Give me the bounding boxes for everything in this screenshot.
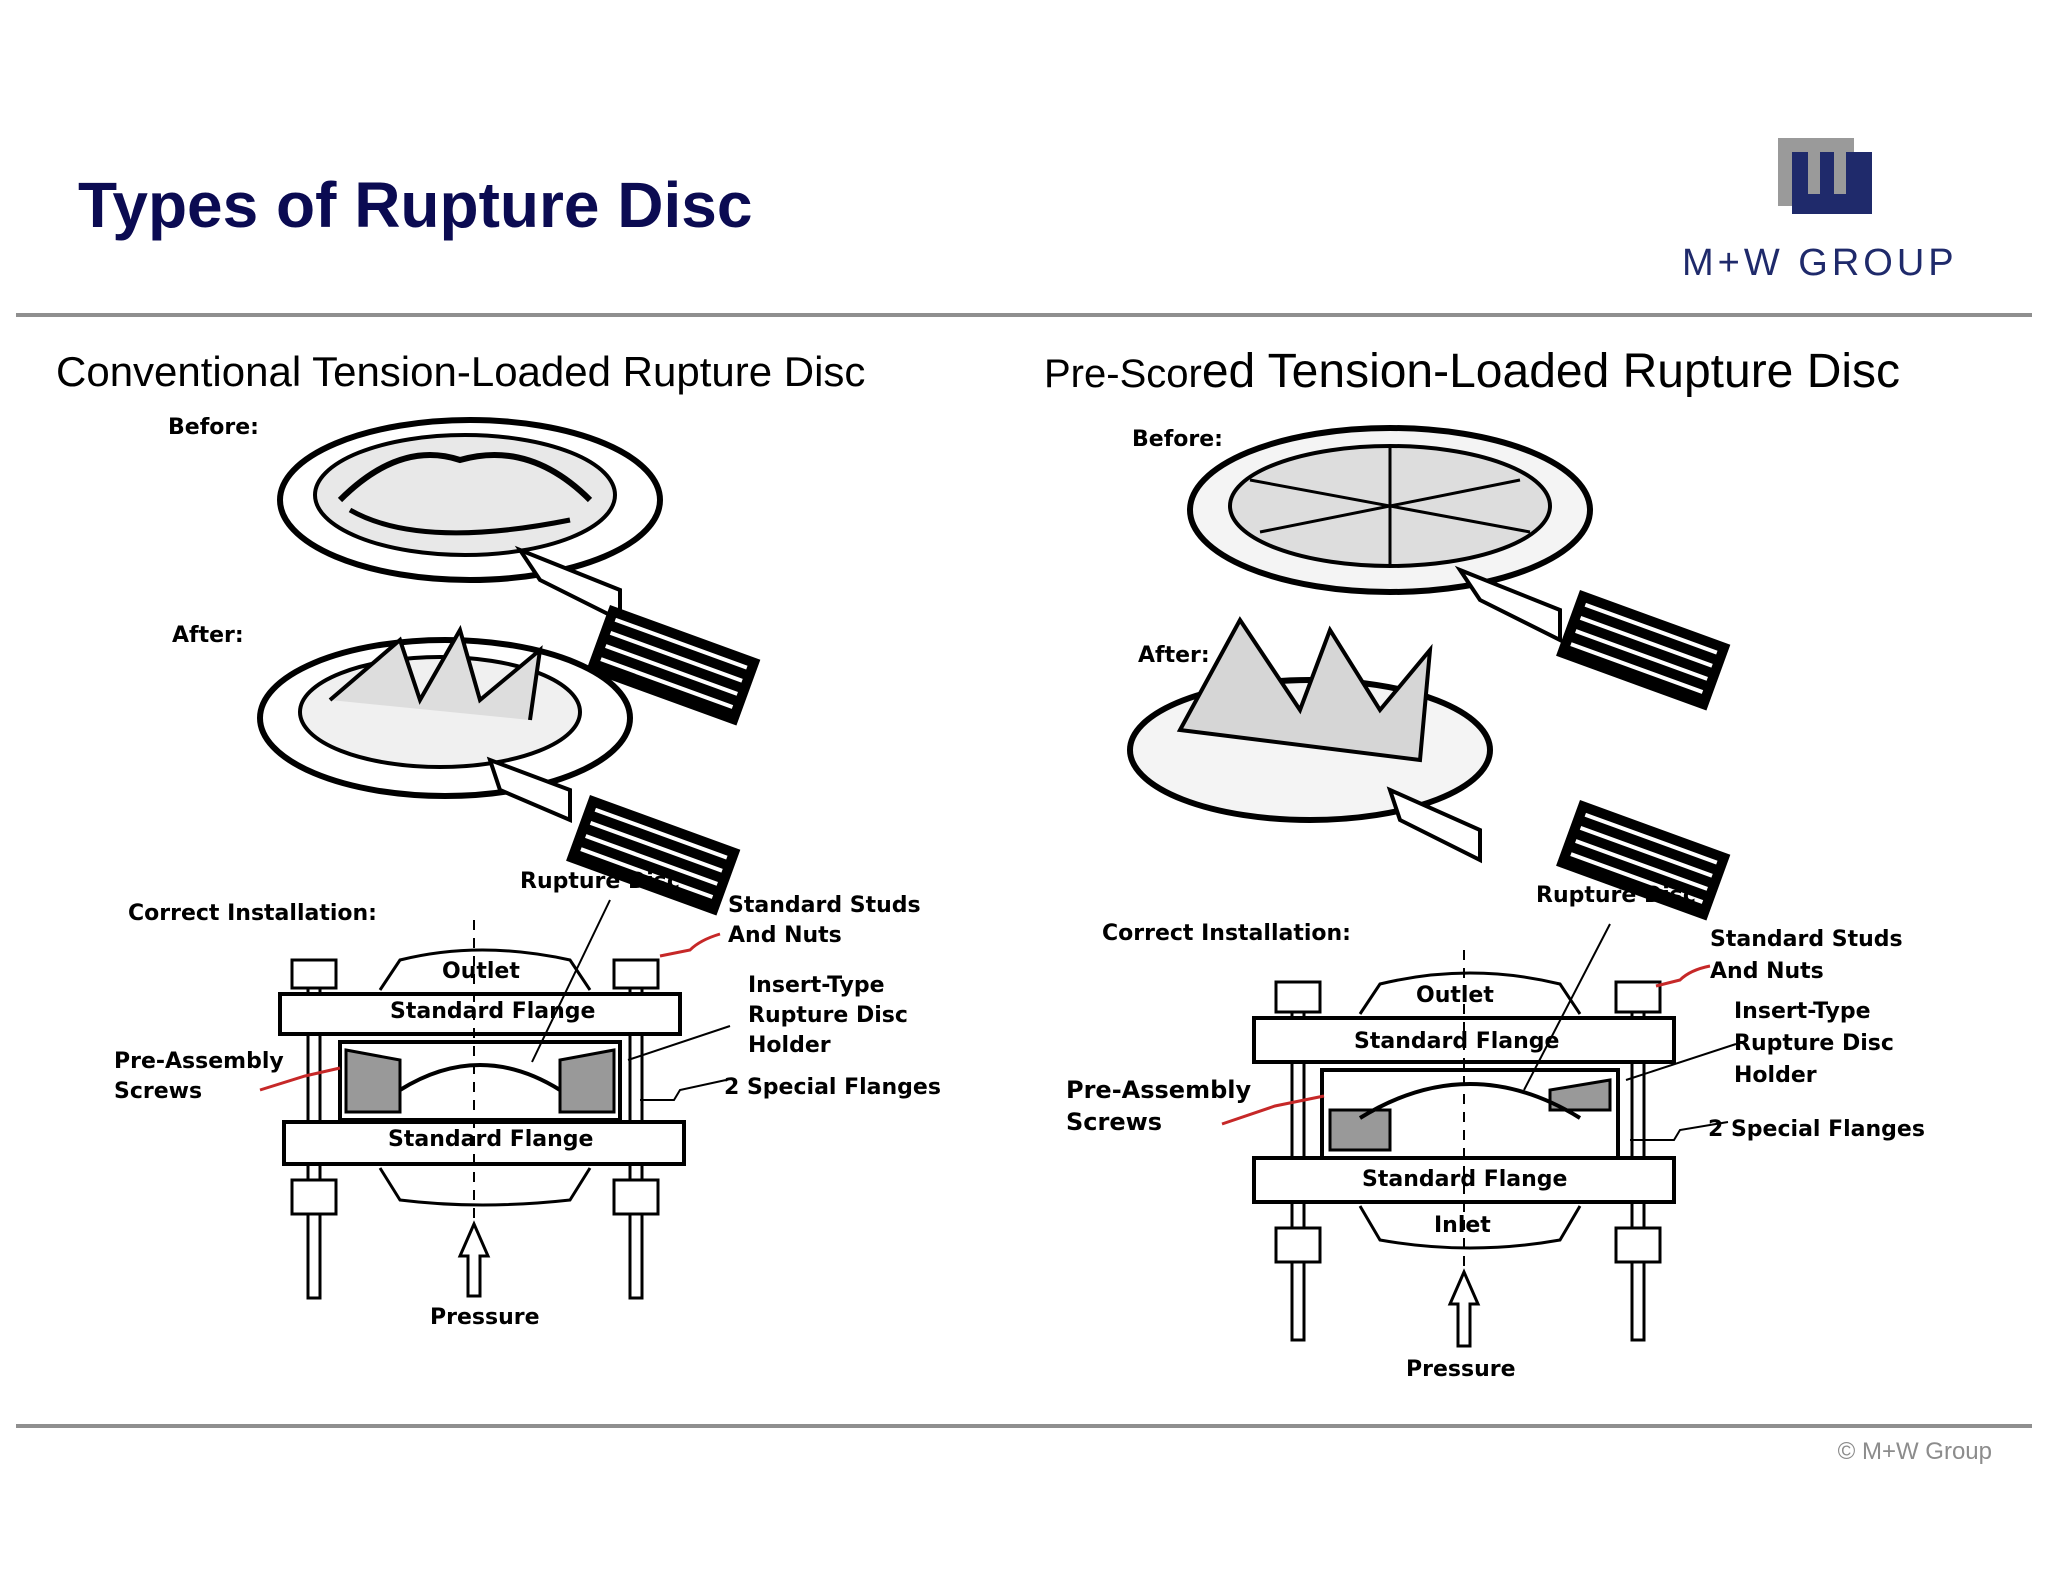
- copyright-text: © M+W Group: [1837, 1438, 1992, 1465]
- right-holder-label-3: Holder: [1734, 1063, 1817, 1088]
- right-flange-bottom-label: Standard Flange: [1362, 1167, 1567, 1192]
- right-screws-label-2: Screws: [1066, 1108, 1162, 1136]
- right-screws-label-1: Pre-Assembly: [1066, 1076, 1252, 1104]
- slide-title: Types of Rupture Disc: [78, 169, 753, 241]
- right-special-flanges-label: 2 Special Flanges: [1708, 1117, 1925, 1142]
- left-studs-label-2: And Nuts: [728, 923, 842, 948]
- header-divider: [16, 313, 2032, 317]
- left-flange-top-label: Standard Flange: [390, 999, 595, 1024]
- right-before-disc-drawing: [1187, 425, 1731, 711]
- right-outlet-label: Outlet: [1416, 983, 1494, 1008]
- right-flange-top-label: Standard Flange: [1354, 1029, 1559, 1054]
- left-holder-label-2: Rupture Disc: [748, 1003, 908, 1028]
- footer-divider: [16, 1424, 2032, 1428]
- right-heading-part1: Pre-Scor: [1044, 352, 1202, 396]
- logo-text: M+W GROUP: [1682, 242, 1958, 284]
- right-inlet-label: Inlet: [1434, 1213, 1491, 1238]
- right-studs-label-2: And Nuts: [1710, 959, 1824, 984]
- right-installation-drawing: [1221, 923, 1737, 1348]
- left-screws-label-2: Screws: [114, 1079, 202, 1104]
- right-after-disc-drawing: [1127, 616, 1731, 921]
- left-pressure-label: Pressure: [430, 1305, 540, 1330]
- right-heading: Pre-Scored Tension-Loaded Rupture Disc: [1044, 344, 1900, 399]
- left-install-label: Correct Installation:: [128, 901, 377, 926]
- left-installation-drawing: [259, 899, 731, 1300]
- left-studs-label-1: Standard Studs: [728, 893, 921, 918]
- left-heading: Conventional Tension-Loaded Rupture Disc: [56, 348, 866, 395]
- left-before-label: Before:: [168, 415, 259, 440]
- right-after-label: After:: [1138, 643, 1210, 668]
- left-figure: Before: After:: [114, 415, 941, 1330]
- mw-group-logo: [1778, 138, 1872, 214]
- left-after-label: After:: [172, 623, 244, 648]
- left-outlet-label: Outlet: [442, 959, 520, 984]
- right-heading-part2: ed Tension-Loaded Rupture Disc: [1201, 345, 1901, 398]
- right-before-label: Before:: [1132, 427, 1223, 452]
- left-holder-label-3: Holder: [748, 1033, 831, 1058]
- left-holder-label-1: Insert-Type: [748, 973, 885, 998]
- right-figure: Before: After:: [1066, 425, 1925, 1382]
- left-before-disc-drawing: [277, 417, 761, 726]
- right-holder-label-2: Rupture Disc: [1734, 1031, 1894, 1056]
- right-holder-label-1: Insert-Type: [1734, 999, 1871, 1024]
- left-special-flanges-label: 2 Special Flanges: [724, 1075, 941, 1100]
- left-rupture-disc-label: Rupture Disc: [520, 869, 680, 894]
- left-flange-bottom-label: Standard Flange: [388, 1127, 593, 1152]
- left-after-disc-drawing: [257, 624, 741, 916]
- right-install-label: Correct Installation:: [1102, 921, 1351, 946]
- right-studs-label-1: Standard Studs: [1710, 927, 1903, 952]
- right-pressure-label: Pressure: [1406, 1357, 1516, 1382]
- right-rupture-disc-label: Rupture Disc: [1536, 883, 1696, 908]
- left-screws-label-1: Pre-Assembly: [114, 1049, 284, 1074]
